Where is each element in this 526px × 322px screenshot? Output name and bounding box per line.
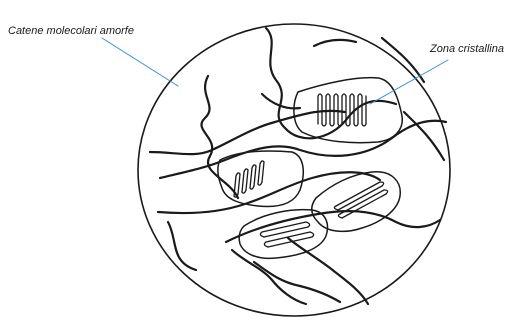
crystalline-zone-right — [312, 172, 401, 232]
leader-line-amorphous — [102, 38, 178, 86]
crystalline-zone-outline — [312, 172, 401, 232]
sample-boundary-circle — [138, 24, 450, 316]
amorphous-chain — [168, 222, 196, 270]
amorphous-chain — [226, 211, 440, 242]
amorphous-chain — [254, 262, 340, 302]
amorphous-chain — [382, 38, 424, 82]
crystalline-zone-upper — [294, 78, 402, 143]
amorphous-chain — [314, 40, 356, 46]
crystalline-zone-outline — [294, 78, 402, 143]
leader-line-crystalline — [370, 60, 448, 104]
amorphous-chain — [288, 238, 368, 304]
amorphous-chain — [404, 112, 444, 160]
amorphous-chains — [150, 28, 446, 304]
chain-folds — [234, 161, 264, 197]
amorphous-chain — [150, 111, 345, 154]
